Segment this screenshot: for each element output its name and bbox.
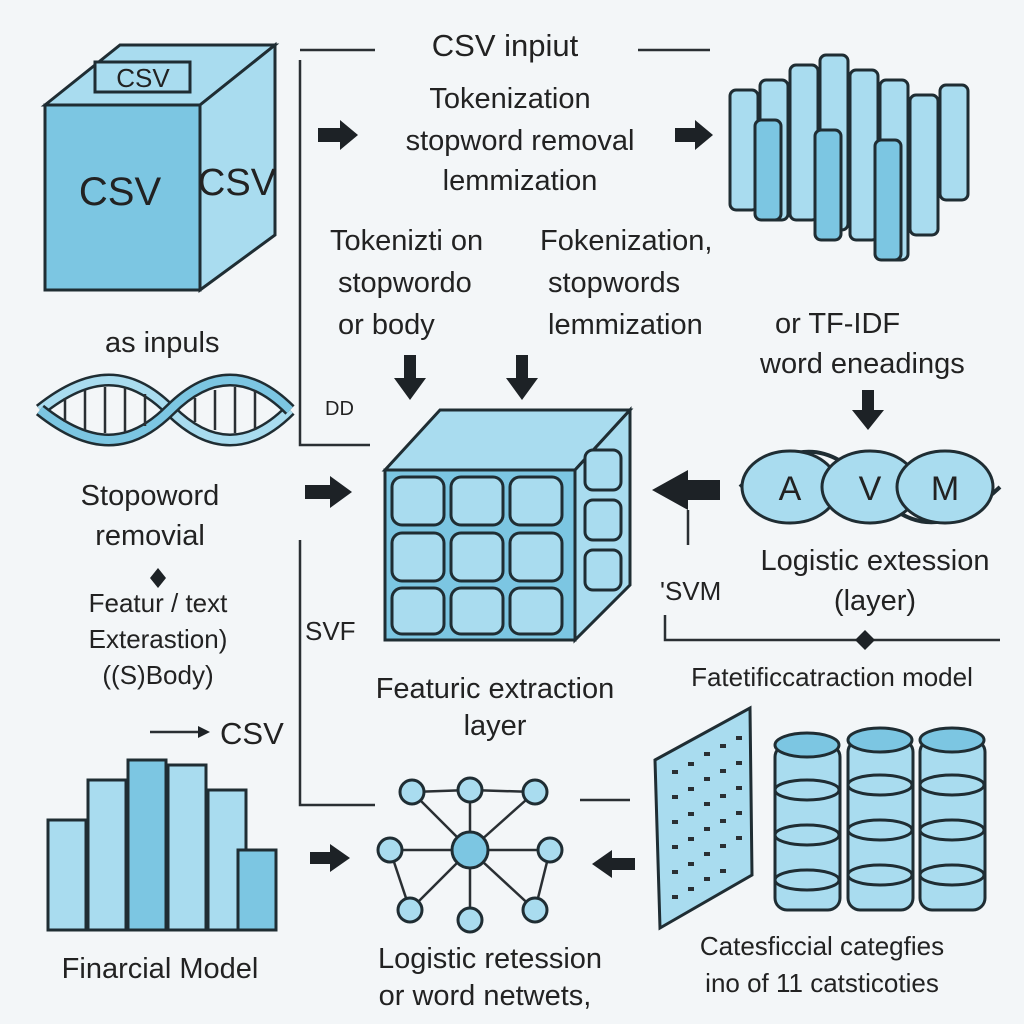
feature-text-label-3: ((S)Body) bbox=[102, 660, 213, 690]
left-frame-line bbox=[298, 60, 370, 447]
diamond-icon bbox=[150, 568, 166, 588]
network-graphic bbox=[376, 776, 564, 934]
bottom-right-1: Catesficcial categfies bbox=[700, 931, 944, 961]
feature-cube-graphic bbox=[381, 406, 634, 644]
arrow-right-icon bbox=[675, 120, 713, 150]
lower-left-frame-line bbox=[298, 540, 375, 807]
diagram-title: CSV inpiut bbox=[432, 28, 579, 63]
arrow-left-icon bbox=[652, 470, 720, 510]
bottom-center-2: or word netwets, bbox=[379, 980, 592, 1012]
dna-helix-graphic bbox=[35, 373, 295, 447]
csv-cube-side-label: CSV bbox=[198, 162, 277, 204]
center-right-text-2: stopwords bbox=[548, 267, 680, 299]
model-label: Fatetificcatraction model bbox=[691, 662, 973, 692]
csv-cube-top-label: CSV bbox=[116, 63, 170, 93]
right-text-2: word eneadings bbox=[759, 348, 965, 380]
financial-bars-graphic bbox=[46, 758, 278, 932]
logistic-right-2: (layer) bbox=[834, 585, 916, 617]
category-stacks-graphic bbox=[773, 726, 987, 912]
arrow-down-icon bbox=[394, 355, 426, 400]
center-right-text-1: Fokenization, bbox=[540, 225, 713, 257]
inputs-label: as inpuls bbox=[105, 327, 219, 359]
stopword-label-2: removial bbox=[95, 520, 205, 552]
dd-label: DD bbox=[325, 398, 354, 420]
top-text-line-1: Tokenization bbox=[429, 83, 590, 115]
center-left-text-3: or body bbox=[338, 309, 435, 341]
avm-graphic: A V M bbox=[738, 449, 1002, 525]
arrow-down-icon bbox=[506, 355, 538, 400]
top-text-line-2: stopword removal bbox=[406, 125, 635, 157]
center-left-text-2: stopwordo bbox=[338, 267, 472, 299]
matrix-sheet-graphic bbox=[653, 705, 754, 931]
bottom-center-1: Logistic retession bbox=[378, 943, 602, 975]
svm-label: 'SVM bbox=[660, 576, 721, 606]
feature-text-label-2: Exterastion) bbox=[89, 624, 228, 654]
vector-bars-graphic bbox=[728, 53, 970, 262]
center-caption-2: layer bbox=[464, 710, 527, 742]
arrow-right-icon bbox=[310, 844, 350, 872]
avm-letter-v: V bbox=[859, 470, 882, 508]
csv-cube-front-label: CSV bbox=[79, 170, 162, 214]
arrow-right-icon bbox=[318, 120, 358, 150]
arrow-right-icon bbox=[305, 476, 352, 508]
diamond-icon bbox=[855, 630, 875, 650]
avm-letter-m: M bbox=[931, 470, 959, 508]
center-left-text-1: Tokenizti on bbox=[330, 225, 483, 257]
right-text-1: or TF-IDF bbox=[775, 308, 900, 340]
csv-cube: CSV CSV CSV bbox=[40, 41, 280, 293]
arrow-right-icon bbox=[198, 726, 210, 738]
center-right-text-3: lemmization bbox=[548, 309, 703, 341]
feature-text-label-1: Featur / text bbox=[89, 588, 228, 618]
model-connector-line bbox=[663, 615, 1000, 642]
bottom-right-2: ino of 11 catsticoties bbox=[705, 968, 939, 998]
arrow-left-icon bbox=[592, 850, 635, 878]
avm-letter-a: A bbox=[779, 470, 802, 508]
svf-label: SVF bbox=[305, 616, 356, 646]
top-text-line-3: lemmization bbox=[443, 165, 598, 197]
financial-label: Finarcial Model bbox=[62, 953, 259, 985]
stopword-label-1: Stopoword bbox=[81, 480, 220, 512]
arrow-down-icon bbox=[852, 390, 884, 430]
csv-label: CSV bbox=[220, 716, 284, 751]
logistic-right-1: Logistic extession bbox=[761, 545, 990, 577]
center-caption-1: Featuric extraction bbox=[376, 673, 615, 705]
